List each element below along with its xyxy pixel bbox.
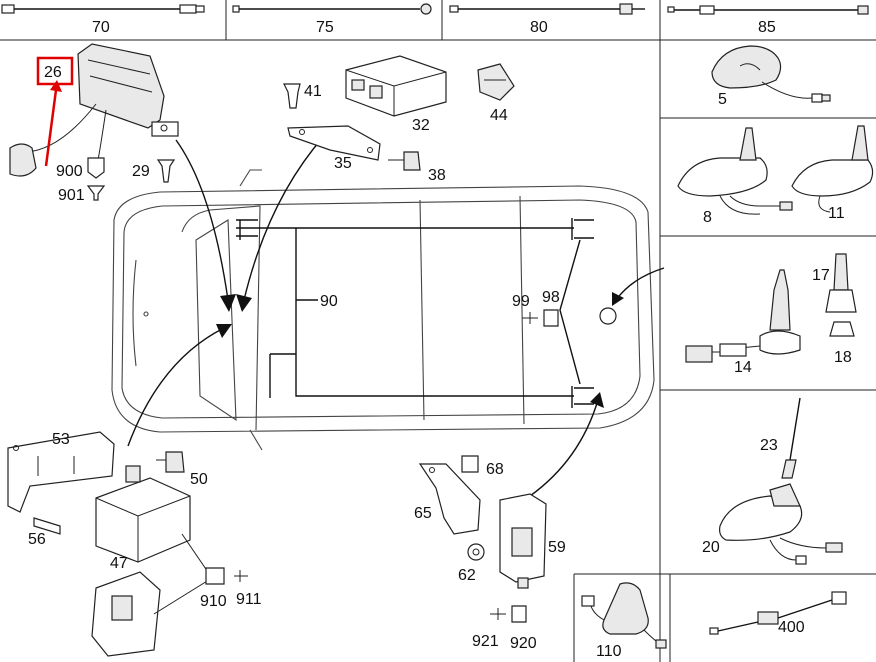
label-8: 8 xyxy=(703,209,712,226)
label-62: 62 xyxy=(458,567,476,584)
part-14-base-antenna[interactable]: 14 xyxy=(685,269,801,376)
cable-70-icon[interactable] xyxy=(1,4,205,14)
label-38: 38 xyxy=(428,167,446,184)
part-41-screw[interactable]: 41 xyxy=(283,83,322,109)
label-99: 99 xyxy=(512,293,530,310)
antenna-mount-hole xyxy=(599,307,617,325)
cable-85-icon[interactable] xyxy=(667,5,869,15)
header-ref-75[interactable]: 75 xyxy=(316,19,334,36)
label-911: 911 xyxy=(236,591,262,608)
label-900: 900 xyxy=(56,163,83,180)
part-32-module[interactable]: 32 xyxy=(345,55,447,134)
label-920: 920 xyxy=(510,635,537,652)
part-44-clip[interactable]: 44 xyxy=(477,63,515,124)
part-110-shark-fin-antenna[interactable]: 110 xyxy=(581,582,667,660)
harness-90[interactable]: 90 xyxy=(236,218,594,408)
label-32: 32 xyxy=(412,117,430,134)
part-38-bolt[interactable]: 38 xyxy=(388,151,446,184)
part-47-module-alt[interactable] xyxy=(91,571,161,657)
part-920-connector[interactable]: 920 xyxy=(510,605,537,652)
header-ref-80[interactable]: 80 xyxy=(530,19,548,36)
label-23: 23 xyxy=(760,437,778,454)
part-20-roof-antenna[interactable]: 20 xyxy=(702,483,843,565)
header-ref-85[interactable]: 85 xyxy=(758,19,776,36)
part-47-module[interactable]: 47 xyxy=(95,465,191,572)
label-53: 53 xyxy=(52,431,70,448)
part-400-cable[interactable]: 400 xyxy=(709,591,847,636)
part-5-roof-antenna[interactable]: 5 xyxy=(711,45,831,108)
part-53-bracket[interactable]: 53 xyxy=(7,431,115,513)
part-26-module[interactable] xyxy=(9,43,179,177)
part-62-nut[interactable]: 62 xyxy=(458,543,485,584)
part-56-screw[interactable]: 56 xyxy=(28,517,61,548)
part-23-antenna-rod[interactable]: 23 xyxy=(760,397,801,479)
label-11: 11 xyxy=(828,205,845,222)
label-901: 901 xyxy=(58,187,85,204)
part-900-connector[interactable]: 900 xyxy=(56,157,105,180)
label-35: 35 xyxy=(334,155,352,172)
label-90: 90 xyxy=(320,293,338,310)
label-44: 44 xyxy=(490,107,508,124)
cable-75-icon[interactable] xyxy=(232,3,432,15)
part-98-connector[interactable]: 98 xyxy=(542,289,560,327)
part-35-bracket[interactable]: 35 xyxy=(287,125,381,172)
part-68-screw[interactable]: 68 xyxy=(461,455,504,478)
label-29: 29 xyxy=(132,163,150,180)
label-5: 5 xyxy=(718,91,727,108)
part-901-terminal[interactable]: 901 xyxy=(58,185,106,204)
part-29-screw[interactable]: 29 xyxy=(132,159,176,183)
cable-80-icon[interactable] xyxy=(449,3,645,15)
label-41: 41 xyxy=(304,83,322,100)
part-910-connector[interactable]: 910 xyxy=(200,567,227,610)
part-59-amplifier[interactable]: 59 xyxy=(499,493,566,589)
label-18: 18 xyxy=(834,349,852,366)
part-8-antenna[interactable]: 8 xyxy=(677,127,793,226)
label-98: 98 xyxy=(542,289,560,306)
label-20: 20 xyxy=(702,539,720,556)
part-65-bracket[interactable]: 65 xyxy=(414,463,481,535)
label-17: 17 xyxy=(812,267,830,284)
label-47: 47 xyxy=(110,555,128,572)
part-99-pin[interactable]: 99 xyxy=(512,293,538,324)
label-26[interactable]: 26 xyxy=(44,64,62,81)
label-14: 14 xyxy=(734,359,752,376)
right-panels xyxy=(573,117,876,662)
highlight-arrowhead xyxy=(50,80,62,92)
part-921-pin[interactable]: 921 xyxy=(472,608,506,650)
label-400: 400 xyxy=(778,619,805,636)
part-18-antenna-base[interactable]: 18 xyxy=(829,321,855,366)
part-50-bolt[interactable]: 50 xyxy=(156,451,208,488)
label-68: 68 xyxy=(486,461,504,478)
label-59: 59 xyxy=(548,539,566,556)
label-56: 56 xyxy=(28,531,46,548)
part-11-antenna[interactable]: 11 xyxy=(791,125,874,222)
part-911-pin[interactable]: 911 xyxy=(234,570,262,608)
part-17-antenna-rod[interactable]: 17 xyxy=(812,253,857,313)
highlight-pointer-arrow xyxy=(44,89,58,167)
label-65: 65 xyxy=(414,505,432,522)
label-921: 921 xyxy=(472,633,499,650)
label-50: 50 xyxy=(190,471,208,488)
header-ref-70[interactable]: 70 xyxy=(92,19,110,36)
pointer-arrows xyxy=(127,135,665,497)
label-110: 110 xyxy=(596,643,622,660)
label-910: 910 xyxy=(200,593,227,610)
